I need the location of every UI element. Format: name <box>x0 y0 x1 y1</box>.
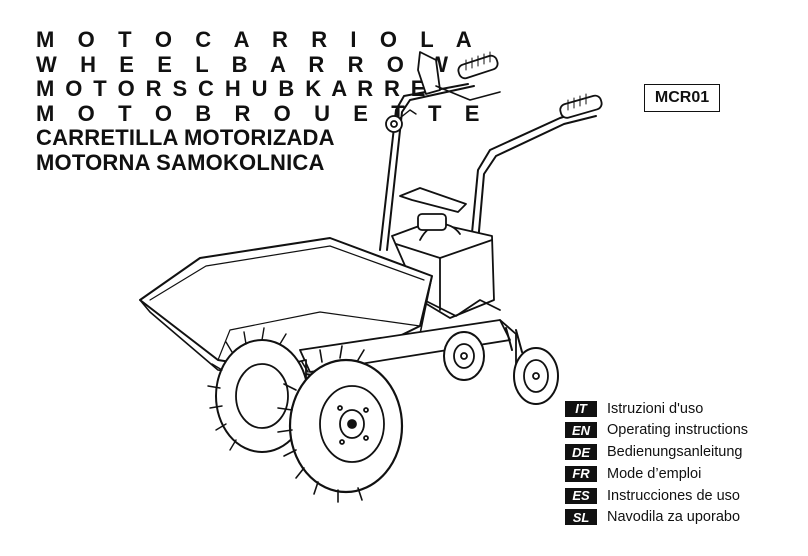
language-label: Istruzioni d'uso <box>607 400 704 417</box>
language-row: IT Istruzioni d'uso <box>565 398 748 419</box>
title-italian: M O T O C A R R I O L A <box>36 27 481 52</box>
language-row: ES Instrucciones de uso <box>565 485 748 506</box>
language-row: DE Bedienungsanleitung <box>565 442 748 463</box>
language-code-badge: SL <box>565 509 597 526</box>
model-label: MCR01 <box>644 84 720 112</box>
language-label: Instrucciones de uso <box>607 487 740 504</box>
title-spanish: CARRETILLA MOTORIZADA <box>36 125 335 151</box>
language-code-badge: EN <box>565 422 597 439</box>
title-slovenian: MOTORNA SAMOKOLNICA <box>36 149 325 175</box>
language-label: Bedienungsanleitung <box>607 444 743 461</box>
language-list: IT Istruzioni d'uso EN Operating instruc… <box>565 398 748 529</box>
title-german: M O T O R S C H U B K A R R E <box>36 76 428 102</box>
title-english: W H E E L B A R R O W <box>36 51 457 77</box>
language-code-badge: IT <box>565 400 597 417</box>
language-code-badge: DE <box>565 444 597 461</box>
language-row: SL Navodila za uporabo <box>565 507 748 528</box>
language-code-badge: ES <box>565 487 597 504</box>
language-row: FR Mode d’emploi <box>565 463 748 484</box>
language-label: Mode d’emploi <box>607 465 702 482</box>
wheelbarrow-illustration <box>139 51 603 503</box>
language-label: Operating instructions <box>607 422 749 439</box>
language-row: EN Operating instructions <box>565 420 748 441</box>
language-code-badge: FR <box>565 465 597 482</box>
language-label: Navodila za uporabo <box>607 509 741 526</box>
